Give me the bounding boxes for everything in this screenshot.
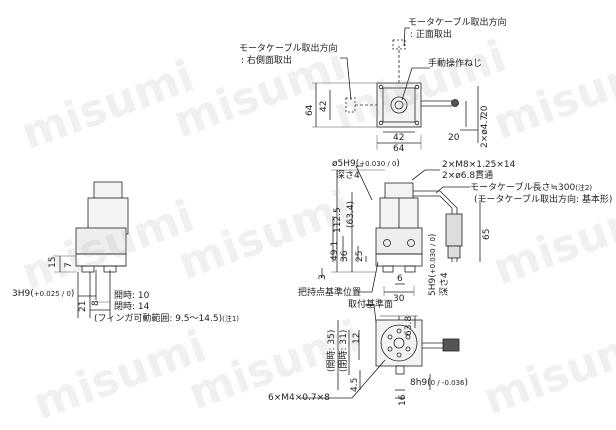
right-exit-label: : 右側面取出 — [241, 56, 292, 66]
side-view — [54, 181, 129, 318]
hole-8h9-label: 8h9(0 / -0.036) — [410, 378, 469, 388]
dim-bottom-12: 12 — [352, 332, 362, 344]
hole-3h9-label: 3H9(+0.025 / 0) — [12, 289, 75, 299]
dim-side-7: 7 — [64, 262, 74, 268]
hole-5h9-label: ø5H9(+0.030 / 0) — [332, 159, 400, 169]
front-exit-label: : 正面取出 — [410, 30, 452, 40]
dim-bottom-45: 4.5 — [350, 377, 360, 392]
front-view — [321, 165, 481, 296]
manual-screw-label: 手動操作ねじ — [428, 59, 483, 69]
dim-front-25: 25 — [355, 250, 365, 262]
dim-top-w42: 42 — [393, 133, 405, 143]
finger-range-label: (フィンガ可動範囲: 9.5～14.5)(注1) — [94, 314, 240, 324]
cable-length-label: モータケーブル長さ≒300(注2) — [470, 183, 593, 193]
dim-top-w20: 20 — [448, 133, 460, 143]
through-hole-label: 2×ø6.8貫通 — [442, 171, 494, 181]
dim-top-42: 42 — [319, 100, 329, 112]
open-label: 開時: 10 — [114, 291, 150, 301]
open-35-label: (開時: 35) — [327, 329, 337, 372]
dim-bottom-638: 63.8 — [404, 315, 414, 336]
dim-side-8: 8 — [91, 300, 101, 306]
dim-front-3: 3 — [318, 274, 328, 280]
dim-front-36: 36 — [340, 250, 350, 262]
m8-thread-label: 2×M8×1.25×14 — [442, 160, 516, 170]
dim-side-21: 21 — [78, 300, 88, 312]
dim-top-w64: 64 — [393, 144, 405, 154]
dim-side-15: 15 — [48, 256, 58, 268]
holding-point-label: 把持点基準位置 — [298, 288, 362, 298]
dim-top-2x47: 2×ø4.7 — [480, 114, 490, 148]
motor-cable-direction-right-label: モータケーブル取出方向 — [239, 44, 338, 54]
depth-4b-label: 深さ4 — [440, 272, 450, 296]
dim-bottom-16: 16 — [398, 394, 408, 406]
closed-label: 閉時: 14 — [114, 302, 150, 312]
hole-5h9-b-label: 5H9(+0.030 / 0) — [428, 233, 438, 296]
dim-front-491: 49.1 — [330, 240, 340, 261]
dim-front-30: 30 — [393, 294, 405, 304]
m4-thread-label: 6×M4×0.7×8 — [268, 393, 330, 403]
motor-cable-direction-front-label: モータケーブル取出方向 — [408, 18, 507, 28]
cable-exit-basic-label: (モータケーブル取出方向: 基本形) — [474, 195, 613, 205]
dim-front-1125: 112.5 — [333, 207, 343, 233]
depth-4-label: 深さ4 — [336, 171, 360, 181]
top-view — [312, 27, 479, 150]
closed-31-label: (閉時: 31) — [339, 329, 349, 372]
dim-front-65: 65 — [482, 228, 492, 240]
dim-front-6: 6 — [397, 274, 403, 284]
bottom-view — [300, 304, 460, 399]
dim-top-64: 64 — [305, 104, 315, 116]
dim-front-634: (63.4) — [346, 200, 356, 228]
mount-ref-label: 取付基準面 — [348, 300, 394, 310]
